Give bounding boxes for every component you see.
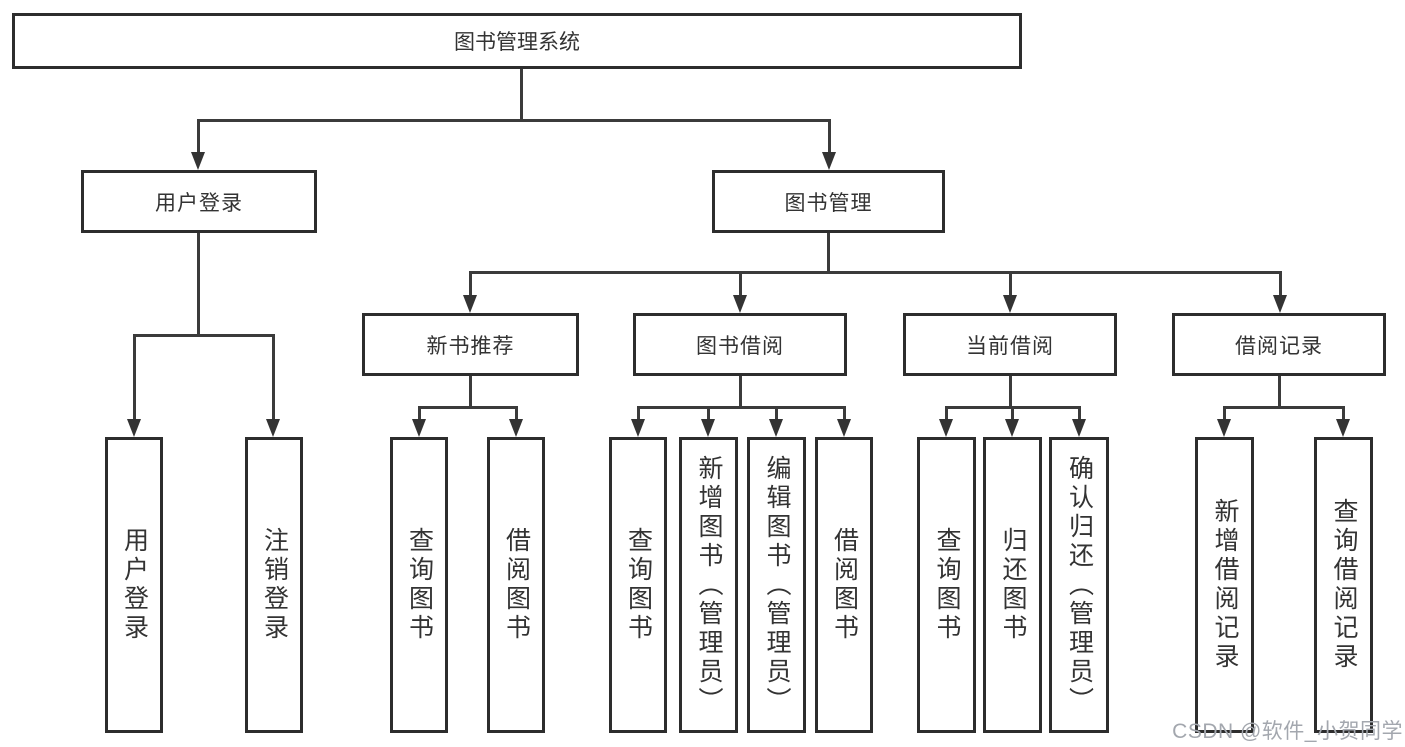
connector-line-horizontal	[133, 334, 275, 337]
node-label: 新增图书（管理员）	[695, 454, 723, 716]
arrowhead-down-icon	[463, 295, 477, 313]
arrowhead-down-icon	[1217, 419, 1231, 437]
node-leaf-query-books-current: 查询图书	[917, 437, 976, 733]
node-label: 新增借阅记录	[1211, 498, 1239, 672]
connector-arrow-stem	[637, 406, 640, 420]
node-leaf-logout: 注销登录	[245, 437, 303, 733]
node-label: 查询图书	[933, 527, 961, 643]
arrowhead-down-icon	[1273, 295, 1287, 313]
node-label: 当前借阅	[966, 334, 1054, 358]
arrowhead-down-icon	[509, 419, 523, 437]
node-label: 注销登录	[260, 527, 289, 643]
node-leaf-query-books-recommend: 查询图书	[390, 437, 448, 733]
node-book-management: 图书管理	[712, 170, 945, 233]
connector-arrow-stem	[828, 119, 831, 153]
node-leaf-borrow-books: 借阅图书	[815, 437, 873, 733]
node-leaf-add-books-admin: 新增图书（管理员）	[679, 437, 738, 733]
node-leaf-user-login: 用户登录	[105, 437, 163, 733]
arrowhead-down-icon	[701, 419, 715, 437]
connector-arrow-stem	[1279, 271, 1282, 296]
connector-line-vertical	[739, 376, 742, 407]
connector-line-horizontal	[637, 406, 845, 409]
node-label: 新书推荐	[426, 334, 515, 358]
node-label: 借阅图书	[830, 527, 859, 643]
connector-line-horizontal	[418, 406, 517, 409]
connector-line-vertical	[520, 69, 523, 120]
arrowhead-down-icon	[1336, 419, 1350, 437]
node-library-management-system: 图书管理系统	[12, 13, 1022, 69]
connector-line-vertical	[1009, 376, 1012, 407]
node-label: 借阅图书	[502, 527, 531, 643]
node-new-book-recommendation: 新书推荐	[362, 313, 579, 376]
connector-arrow-stem	[197, 119, 200, 153]
arrowhead-down-icon	[266, 419, 280, 437]
connector-line-horizontal	[469, 271, 1281, 274]
connector-arrow-stem	[1342, 406, 1345, 420]
arrowhead-down-icon	[822, 152, 836, 170]
node-book-borrowing: 图书借阅	[633, 313, 847, 376]
node-label: 图书借阅	[696, 334, 784, 358]
arrowhead-down-icon	[939, 419, 953, 437]
connector-line-horizontal	[1223, 406, 1344, 409]
connector-arrow-stem	[272, 334, 275, 420]
node-leaf-query-books-borrowing: 查询图书	[609, 437, 667, 733]
connector-line-vertical	[1278, 376, 1281, 407]
node-label: 查询图书	[624, 527, 653, 643]
connector-line-vertical	[197, 233, 200, 336]
arrowhead-down-icon	[1003, 295, 1017, 313]
node-label: 借阅记录	[1235, 334, 1323, 358]
node-leaf-edit-books-admin: 编辑图书（管理员）	[747, 437, 806, 733]
connector-arrow-stem	[133, 334, 136, 420]
node-current-borrowing: 当前借阅	[903, 313, 1117, 376]
arrowhead-down-icon	[412, 419, 426, 437]
connector-arrow-stem	[843, 406, 846, 420]
node-label: 用户登录	[120, 527, 149, 643]
node-leaf-borrow-books-recommend: 借阅图书	[487, 437, 545, 733]
connector-arrow-stem	[1078, 406, 1081, 420]
node-leaf-add-borrow-record: 新增借阅记录	[1195, 437, 1254, 733]
node-borrowing-records: 借阅记录	[1172, 313, 1386, 376]
connector-line-vertical	[827, 233, 830, 273]
node-leaf-query-borrow-record: 查询借阅记录	[1314, 437, 1373, 733]
connector-arrow-stem	[1011, 406, 1014, 420]
arrowhead-down-icon	[631, 419, 645, 437]
node-label: 查询图书	[405, 527, 434, 643]
node-label: 归还图书	[999, 527, 1027, 643]
connector-arrow-stem	[945, 406, 948, 420]
connector-arrow-stem	[515, 406, 518, 420]
connector-arrow-stem	[775, 406, 778, 420]
connector-line-horizontal	[197, 119, 831, 122]
arrowhead-down-icon	[191, 152, 205, 170]
node-leaf-confirm-return-admin: 确认归还（管理员）	[1049, 437, 1109, 733]
node-label: 确认归还（管理员）	[1065, 454, 1094, 716]
node-label: 查询借阅记录	[1330, 498, 1358, 672]
arrowhead-down-icon	[127, 419, 141, 437]
arrowhead-down-icon	[733, 295, 747, 313]
connector-arrow-stem	[707, 406, 710, 420]
node-label: 编辑图书（管理员）	[763, 454, 791, 716]
arrowhead-down-icon	[837, 419, 851, 437]
node-label: 用户登录	[155, 191, 243, 215]
arrowhead-down-icon	[1072, 419, 1086, 437]
connector-arrow-stem	[469, 271, 472, 296]
node-label: 图书管理	[784, 191, 873, 215]
node-leaf-return-books: 归还图书	[983, 437, 1042, 733]
connector-arrow-stem	[1223, 406, 1226, 420]
arrowhead-down-icon	[769, 419, 783, 437]
node-user-login-group: 用户登录	[81, 170, 317, 233]
watermark-text: CSDN @软件_小贺同学	[1172, 720, 1403, 743]
node-label: 图书管理系统	[454, 31, 580, 54]
arrowhead-down-icon	[1005, 419, 1019, 437]
connector-line-vertical	[469, 376, 472, 407]
connector-arrow-stem	[418, 406, 421, 420]
connector-arrow-stem	[739, 271, 742, 296]
connector-arrow-stem	[1009, 271, 1012, 296]
